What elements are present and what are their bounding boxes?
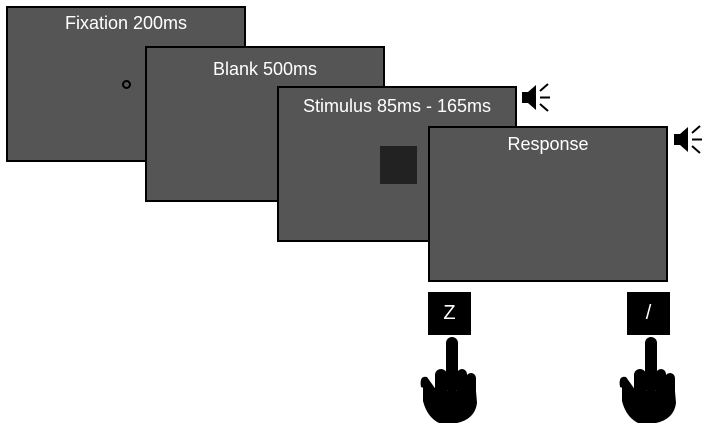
pointing-hand-icon <box>619 337 676 423</box>
speaker-icon <box>674 125 702 154</box>
response-screen: Response <box>428 126 668 282</box>
fixation-title: Fixation 200ms <box>64 13 188 33</box>
speaker-icon <box>522 83 550 112</box>
stimulus-title: Stimulus 85ms - 165ms <box>302 96 492 116</box>
pointing-hand-icon <box>420 337 477 423</box>
blank-title: Blank 500ms <box>212 59 318 79</box>
fixation-point <box>122 80 131 89</box>
response-title: Response <box>507 134 589 154</box>
key-z: Z <box>428 292 471 335</box>
stimulus-square <box>380 146 417 184</box>
key-slash: / <box>627 292 670 335</box>
